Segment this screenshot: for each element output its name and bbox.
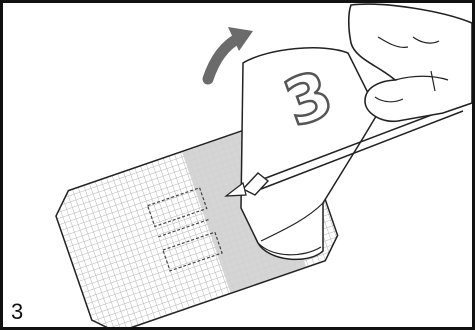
step-illustration: 3 xyxy=(3,3,472,327)
hand-icon xyxy=(349,4,472,121)
step-number-label: 3 xyxy=(11,301,23,323)
